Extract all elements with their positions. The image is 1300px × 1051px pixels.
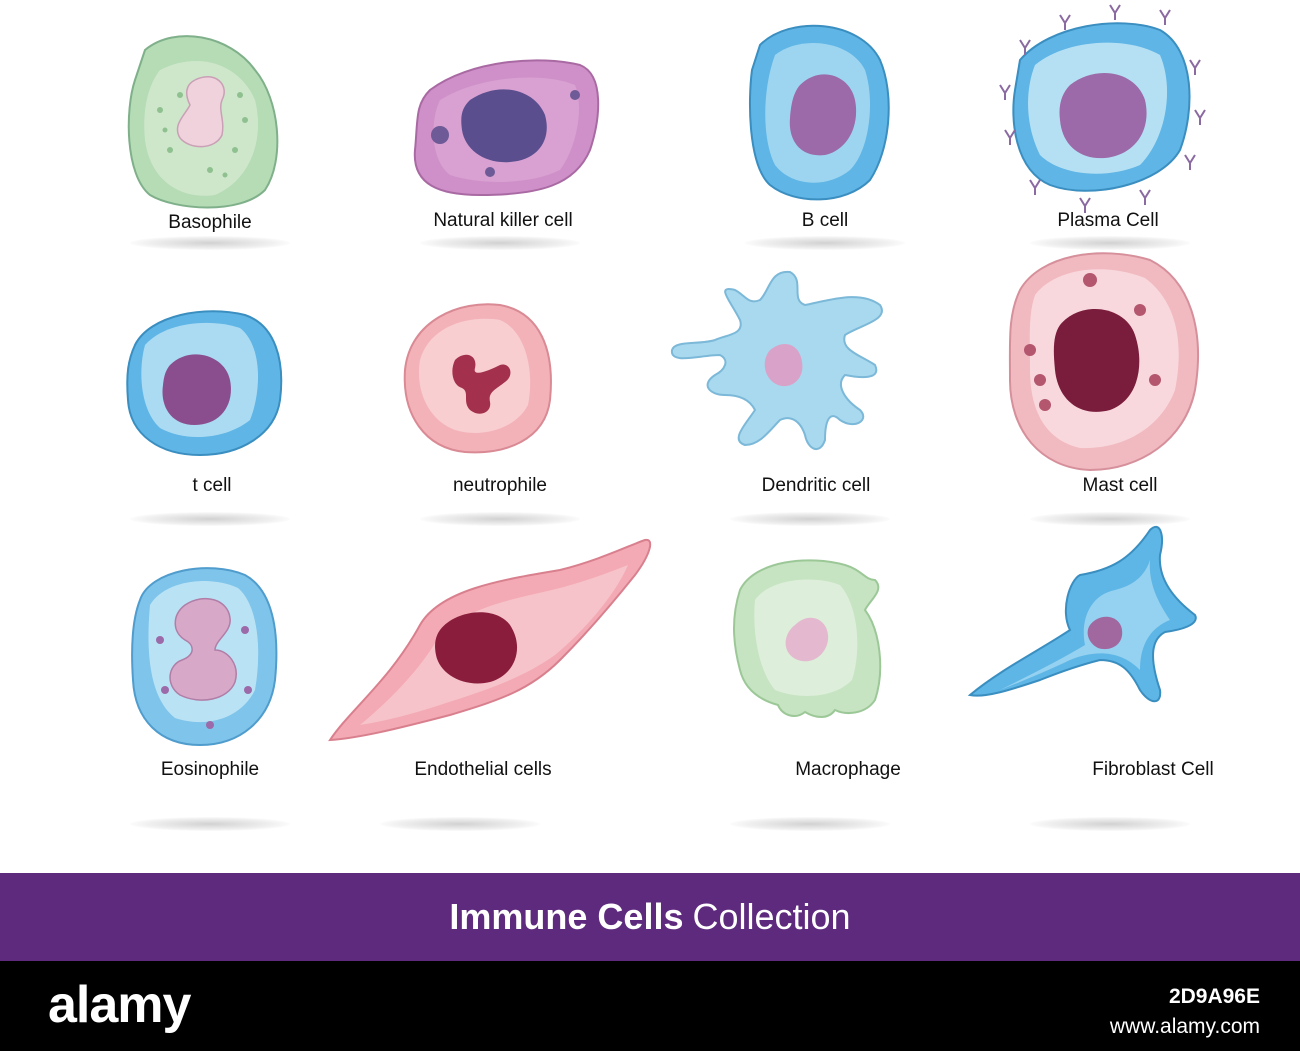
cell-label-basophile: Basophile (168, 212, 252, 233)
eosinophile-illustration (131, 567, 278, 747)
label-shadow (745, 236, 905, 250)
title-bold: Immune Cells (449, 896, 684, 937)
cell-label-b-cell: B cell (801, 210, 849, 231)
cell-label-endothelial: Endothelial cells (414, 759, 552, 780)
macrophage-illustration (733, 559, 882, 718)
watermark-footer: alamy 2D9A96E www.alamy.com (0, 961, 1300, 1051)
label-shadow (730, 512, 890, 526)
label-shadow (1030, 817, 1190, 831)
brand-logo: alamy (48, 976, 191, 1034)
cell-label-neutrophile: neutrophile (452, 475, 548, 496)
cell-label-natural-killer: Natural killer cell (433, 210, 573, 231)
cell-label-dendritic: Dendritic cell (761, 475, 871, 496)
fibroblast-cell-illustration (967, 525, 1197, 703)
cell-label-macrophage: Macrophage (795, 759, 901, 780)
neutrophile-illustration (403, 303, 552, 454)
label-shadow (730, 817, 890, 831)
title-regular: Collection (692, 896, 851, 937)
label-shadow (130, 236, 290, 250)
image-id: 2D9A96E (1168, 985, 1260, 1008)
label-shadow (1030, 512, 1190, 526)
label-shadow (130, 512, 290, 526)
cell-label-t-cell: t cell (192, 475, 232, 496)
basophile-illustration (127, 35, 279, 209)
natural-killer-cell-illustration (413, 59, 600, 197)
site-url: www.alamy.com (1109, 1015, 1260, 1038)
dendritic-cell-illustration (671, 270, 883, 450)
cell-label-fibroblast: Fibroblast Cell (1092, 759, 1214, 780)
label-shadow (380, 817, 540, 831)
label-shadow (130, 817, 290, 831)
label-shadow (420, 236, 580, 250)
title-banner: Immune Cells Collection (0, 873, 1300, 961)
cell-diagram (126, 4, 1206, 747)
cell-label-plasma: Plasma Cell (1057, 210, 1159, 231)
cell-label-mast: Mast cell (1082, 475, 1158, 496)
plasma-cell-illustration (999, 4, 1206, 213)
t-cell-illustration (126, 310, 283, 457)
label-shadow (1030, 236, 1190, 250)
endothelial-cells-illustration (328, 538, 652, 742)
cell-label-eosinophile: Eosinophile (160, 759, 260, 780)
b-cell-illustration (749, 24, 890, 201)
cell-illustrations (126, 4, 1206, 747)
label-shadow (420, 512, 580, 526)
mast-cell-illustration (1008, 252, 1199, 472)
